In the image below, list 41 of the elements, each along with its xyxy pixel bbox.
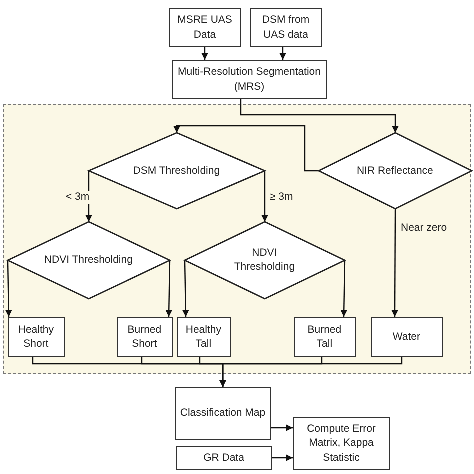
box-label: Water [392, 330, 420, 344]
arrow [202, 47, 208, 60]
decision-label: NDVI Thresholding [233, 246, 296, 274]
box-label: Compute Error Matrix, Kappa Statistic [306, 422, 377, 465]
arrow [5, 260, 12, 318]
box-label: DSM from UAS data [261, 13, 311, 42]
arrow [340, 260, 348, 318]
group-region [3, 104, 471, 374]
box-label: Multi-Resolution Segmentation (MRS) [177, 65, 322, 94]
process-box [176, 446, 272, 470]
process-box [8, 316, 65, 357]
arrow [174, 125, 319, 172]
process-box [176, 316, 231, 357]
arrow [392, 209, 399, 317]
arrow [272, 454, 293, 462]
box-label: GR Data [204, 450, 244, 466]
process-box [293, 417, 390, 470]
process-box [294, 316, 356, 357]
process-box [169, 8, 241, 47]
arrow [166, 260, 173, 318]
process-box [172, 60, 327, 99]
decision-label: NIR Reflectance [356, 164, 434, 178]
decision-label: NDVI Thresholding [44, 253, 133, 268]
process-box [175, 387, 271, 440]
arrow [262, 171, 268, 222]
arrow [240, 99, 399, 133]
decision-label: DSM Thresholding [133, 164, 220, 178]
box-label: Healthy Tall [184, 322, 222, 351]
process-box [250, 8, 322, 47]
arrow [220, 357, 403, 387]
process-box [116, 316, 173, 357]
box-label: Classification Map [180, 406, 266, 421]
box-label: Burned Short [126, 322, 163, 351]
edge-label: < 3m [64, 191, 92, 204]
box-label: Burned Tall [306, 322, 343, 351]
process-box [370, 316, 443, 357]
arrow [271, 424, 293, 432]
arrow [182, 260, 190, 318]
arrow [280, 47, 286, 60]
box-label: MSRE UAS Data [176, 13, 234, 42]
box-label: Healthy Short [17, 322, 55, 351]
